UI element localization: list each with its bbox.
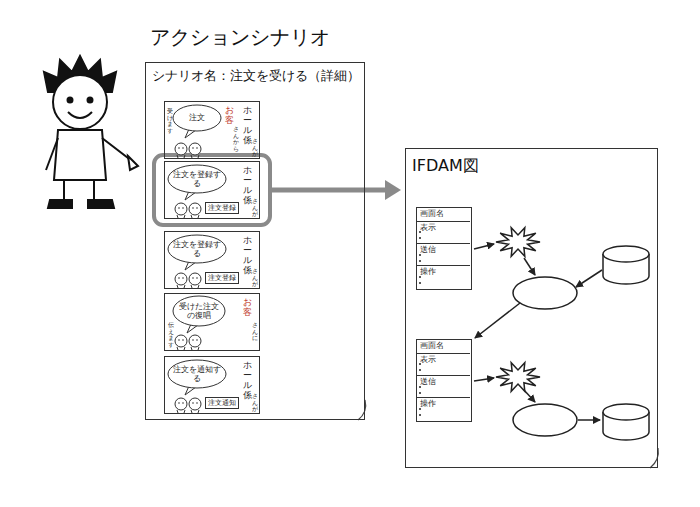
screen-row: 操作 bbox=[417, 398, 470, 420]
screen-row: 送信 bbox=[417, 244, 470, 266]
speech-text: 注文を登録する bbox=[172, 170, 222, 188]
screen-row: 画面名 bbox=[417, 208, 470, 222]
screen-box: 画面名表示送信操作 bbox=[416, 207, 472, 290]
vertical-text: 受けます bbox=[167, 108, 173, 134]
vertical-text: さんから bbox=[233, 126, 239, 152]
vertical-text: ホール係 bbox=[243, 236, 252, 276]
screen-row: 送信 bbox=[417, 376, 470, 398]
vertical-text: ホール係 bbox=[243, 361, 252, 401]
ifdam-shapes bbox=[419, 231, 649, 440]
person-illustration bbox=[44, 56, 138, 208]
speech-text: 注文を通知する bbox=[172, 365, 222, 383]
page-heading: IFDAM図 bbox=[412, 157, 479, 175]
storyboard-card: 注文受けます お客さんからホール係さんが bbox=[164, 101, 260, 159]
vertical-text: お客 bbox=[225, 106, 234, 126]
storyboard-card: 受けた注文の復唱伝えます お客さんに bbox=[164, 293, 260, 351]
screen-row: 画面名 bbox=[417, 340, 470, 354]
vertical-text: お客 bbox=[243, 298, 252, 318]
storyboard-card: 注文を登録する注文登録ホール係さんが bbox=[164, 161, 260, 219]
vertical-text: さんが bbox=[252, 198, 258, 218]
screen-row: 表示 bbox=[417, 354, 470, 376]
connector-arrow bbox=[154, 155, 401, 225]
event-burst bbox=[496, 228, 540, 257]
function-label: 注文通知 bbox=[205, 397, 239, 409]
screen-row: 操作 bbox=[417, 266, 470, 288]
vertical-text: 伝えます bbox=[168, 322, 174, 348]
storyboard-card: 注文を通知する注文通知ホール係さんが bbox=[164, 356, 260, 414]
vertical-text: ホール係 bbox=[243, 106, 252, 146]
page-heading: シナリオ名：注文を受ける（詳細） bbox=[152, 69, 360, 84]
function-label: 注文登録 bbox=[205, 272, 239, 284]
vertical-text: さんが bbox=[252, 268, 258, 288]
screen-row: 表示 bbox=[417, 222, 470, 244]
vertical-text: さんに bbox=[252, 322, 258, 342]
event-burst bbox=[496, 363, 540, 392]
speech-text: 受けた注文の復唱 bbox=[177, 302, 221, 320]
diagram-title: アクションシナリオ bbox=[150, 26, 330, 49]
vertical-text: さんが bbox=[252, 138, 258, 158]
function-label: 注文登録 bbox=[205, 202, 239, 214]
vertical-text: ホール係 bbox=[243, 166, 252, 206]
speech-text: 注文 bbox=[177, 113, 217, 122]
document-page: IFDAM図画面名表示送信操作画面名表示送信操作 bbox=[405, 148, 658, 468]
screen-box: 画面名表示送信操作 bbox=[416, 339, 472, 422]
storyboard-card: 注文を登録する注文登録ホール係さんが bbox=[164, 231, 260, 289]
vertical-text: さんが bbox=[252, 393, 258, 413]
speech-text: 注文を登録する bbox=[172, 240, 222, 258]
document-page: シナリオ名：注文を受ける（詳細）注文受けますお客さんからホール係さんが注文を登録… bbox=[145, 62, 365, 420]
